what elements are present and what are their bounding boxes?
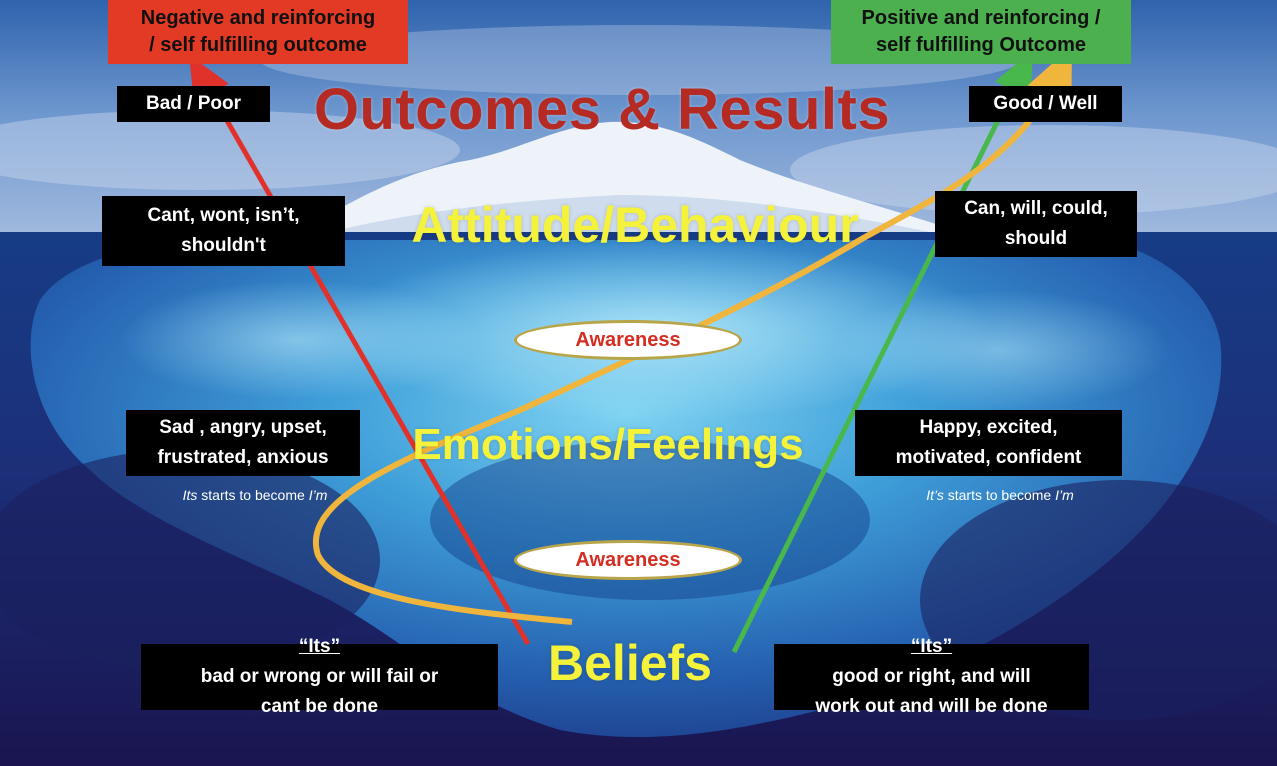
left-note-im: I’m (308, 487, 328, 503)
right-behaviour-box: Can, will, could, should (935, 191, 1137, 257)
left-result-text: Bad / Poor (145, 93, 241, 114)
left-emotion-line2: frustrated, anxious (157, 447, 329, 468)
left-result-box: Bad / Poor (117, 86, 270, 122)
left-behaviour-box: Cant, wont, isn’t, shouldn't (102, 196, 345, 266)
left-note-its: Its (182, 487, 198, 503)
right-behaviour-line2: should (1004, 228, 1068, 249)
right-belief-rest1: good or right, and will (832, 666, 1031, 687)
left-belief-line2: cant be done (260, 696, 379, 717)
right-belief-line2: work out and will be done (815, 696, 1048, 717)
left-emotion-box: Sad , angry, upset, frustrated, anxious (126, 410, 360, 476)
left-belief-box: “Its” bad or wrong or will fail or cant … (141, 636, 498, 717)
right-note-mid: starts to become (943, 487, 1056, 503)
right-result-box: Good / Well (969, 86, 1122, 122)
left-note-mid: starts to become (197, 487, 309, 503)
positive-outcome-line1: Positive and reinforcing / (861, 7, 1101, 29)
negative-outcome-line1: Negative and reinforcing (140, 7, 376, 29)
left-note: Its starts to become I’m (150, 487, 360, 503)
left-emotion-line1: Sad , angry, upset, (159, 417, 327, 438)
awareness-badge-lower: Awareness (514, 540, 742, 580)
left-belief-rest1: bad or wrong or will fail or (200, 666, 439, 687)
left-belief-line1: “Its” bad or wrong or will fail or (141, 632, 498, 692)
awareness-badge-upper: Awareness (514, 320, 742, 360)
layer-beliefs: Beliefs (548, 635, 712, 691)
right-result-text: Good / Well (993, 93, 1098, 114)
positive-outcome-line2: self fulfilling Outcome (875, 34, 1086, 56)
negative-outcome-line2: / self fulfilling outcome (149, 34, 367, 56)
right-behaviour-line1: Can, will, could, (964, 198, 1108, 219)
layer-attitude: Attitude/Behaviour (411, 197, 859, 253)
left-behaviour-line2: shouldn't (181, 235, 266, 256)
right-emotion-box: Happy, excited, motivated, confident (855, 410, 1122, 476)
left-belief-quote: “Its” (298, 636, 341, 657)
left-behaviour-line1: Cant, wont, isn’t, (147, 205, 300, 226)
negative-outcome-banner: Negative and reinforcing / self fulfilli… (108, 0, 408, 64)
diagram-title: Outcomes & Results (313, 77, 891, 142)
positive-outcome-banner: Positive and reinforcing / self fulfilli… (831, 0, 1131, 64)
right-belief-box: “Its” good or right, and will work out a… (774, 636, 1089, 717)
right-belief-quote: “Its” (910, 636, 953, 657)
right-note-im: I’m (1055, 487, 1074, 503)
right-emotion-line1: Happy, excited, (919, 417, 1058, 438)
right-note: It’s starts to become I’m (895, 487, 1105, 503)
right-emotion-line2: motivated, confident (895, 447, 1082, 468)
layer-emotions: Emotions/Feelings (412, 420, 804, 469)
right-note-its: It’s (926, 487, 944, 503)
right-belief-line1: “Its” good or right, and will (774, 632, 1089, 692)
